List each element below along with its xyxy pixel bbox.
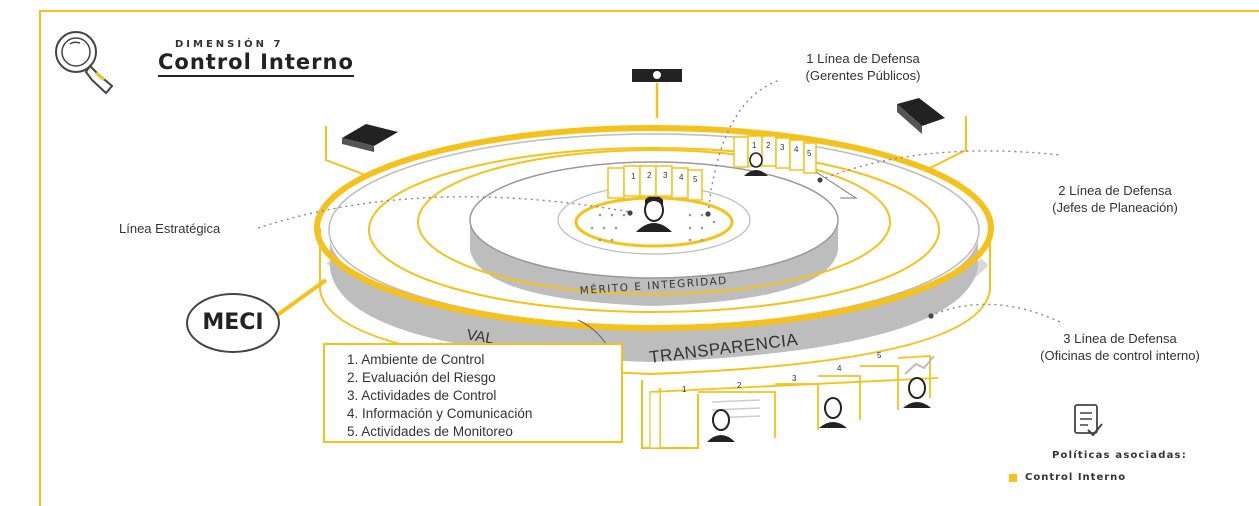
strategic-line-label: Línea Estratégica [119, 221, 221, 236]
meci-badge: MECI [186, 293, 280, 353]
politicas-label: Políticas asociadas: [1052, 450, 1187, 461]
panel-number: 4 [794, 145, 799, 154]
line1-label: 1 Línea de Defensa (Gerentes Públicos) [778, 50, 948, 84]
leader-lines [257, 79, 1061, 323]
components-list: 1. Ambiente de Control 2. Evaluación del… [323, 343, 623, 443]
legend-swatch [1009, 474, 1017, 482]
line1-panels [733, 135, 858, 199]
panel-number: 1 [682, 385, 687, 394]
center-panels [607, 165, 703, 201]
lower-panels [641, 355, 939, 449]
list-item: 1. Ambiente de Control [347, 352, 485, 367]
meci-connector [274, 278, 328, 318]
list-item: 3. Actividades de Control [347, 388, 497, 403]
line1-title: 1 Línea de Defensa [806, 51, 920, 66]
panel-number: 2 [647, 171, 652, 180]
person-icon-bottom-2 [819, 397, 847, 428]
document-check-icon [1074, 404, 1103, 437]
legend-item: Control Interno [1025, 472, 1127, 483]
panel-number: 5 [877, 351, 882, 360]
line2-label: 2 Línea de Defensa (Jefes de Planeación) [1030, 182, 1200, 216]
panel-number: 1 [752, 141, 757, 150]
line2-title: 2 Línea de Defensa [1058, 183, 1172, 198]
box-icon-left [325, 124, 398, 177]
magnifier-icon [55, 31, 114, 95]
dimension-subtitle: DIMENSIÓN 7 [175, 39, 284, 50]
center-dots [590, 213, 716, 242]
line3-title: 3 Línea de Defensa [1063, 331, 1177, 346]
person-icon-bottom-1 [707, 409, 735, 442]
line3-label: 3 Línea de Defensa (Oficinas de control … [1010, 330, 1230, 364]
ring-valores-label: VAL [465, 326, 495, 347]
line2-dot [817, 177, 823, 183]
panel-number: 3 [663, 171, 668, 180]
page-title: Control Interno [158, 50, 354, 77]
panel-number: 5 [807, 149, 812, 158]
line3-dot [928, 313, 934, 319]
list-item: 4. Información y Comunicación [347, 406, 533, 421]
person-icon-bottom-3 [903, 377, 931, 408]
panel-number: 4 [837, 364, 842, 373]
panel-number: 2 [766, 141, 771, 150]
panel-number: 2 [737, 381, 742, 390]
line3-subtitle: (Oficinas de control interno) [1040, 348, 1200, 363]
line1-dot [705, 211, 711, 217]
strategic-person-icon [636, 195, 672, 232]
page-frame [39, 10, 1259, 506]
panel-number: 4 [679, 173, 684, 182]
panel-number: 5 [693, 175, 698, 184]
panel-number: 1 [631, 172, 636, 181]
line1-subtitle: (Gerentes Públicos) [805, 68, 921, 83]
panel-number: 3 [780, 143, 785, 152]
box-icon-right [897, 98, 967, 169]
list-item: 5. Actividades de Monitoreo [347, 424, 513, 439]
list-item: 2. Evaluación del Riesgo [347, 370, 496, 385]
strategic-dot [627, 210, 633, 216]
panel-number: 3 [792, 374, 797, 383]
line2-subtitle: (Jefes de Planeación) [1052, 200, 1178, 215]
camera-icon [632, 69, 682, 118]
leader-line1 [707, 79, 781, 215]
